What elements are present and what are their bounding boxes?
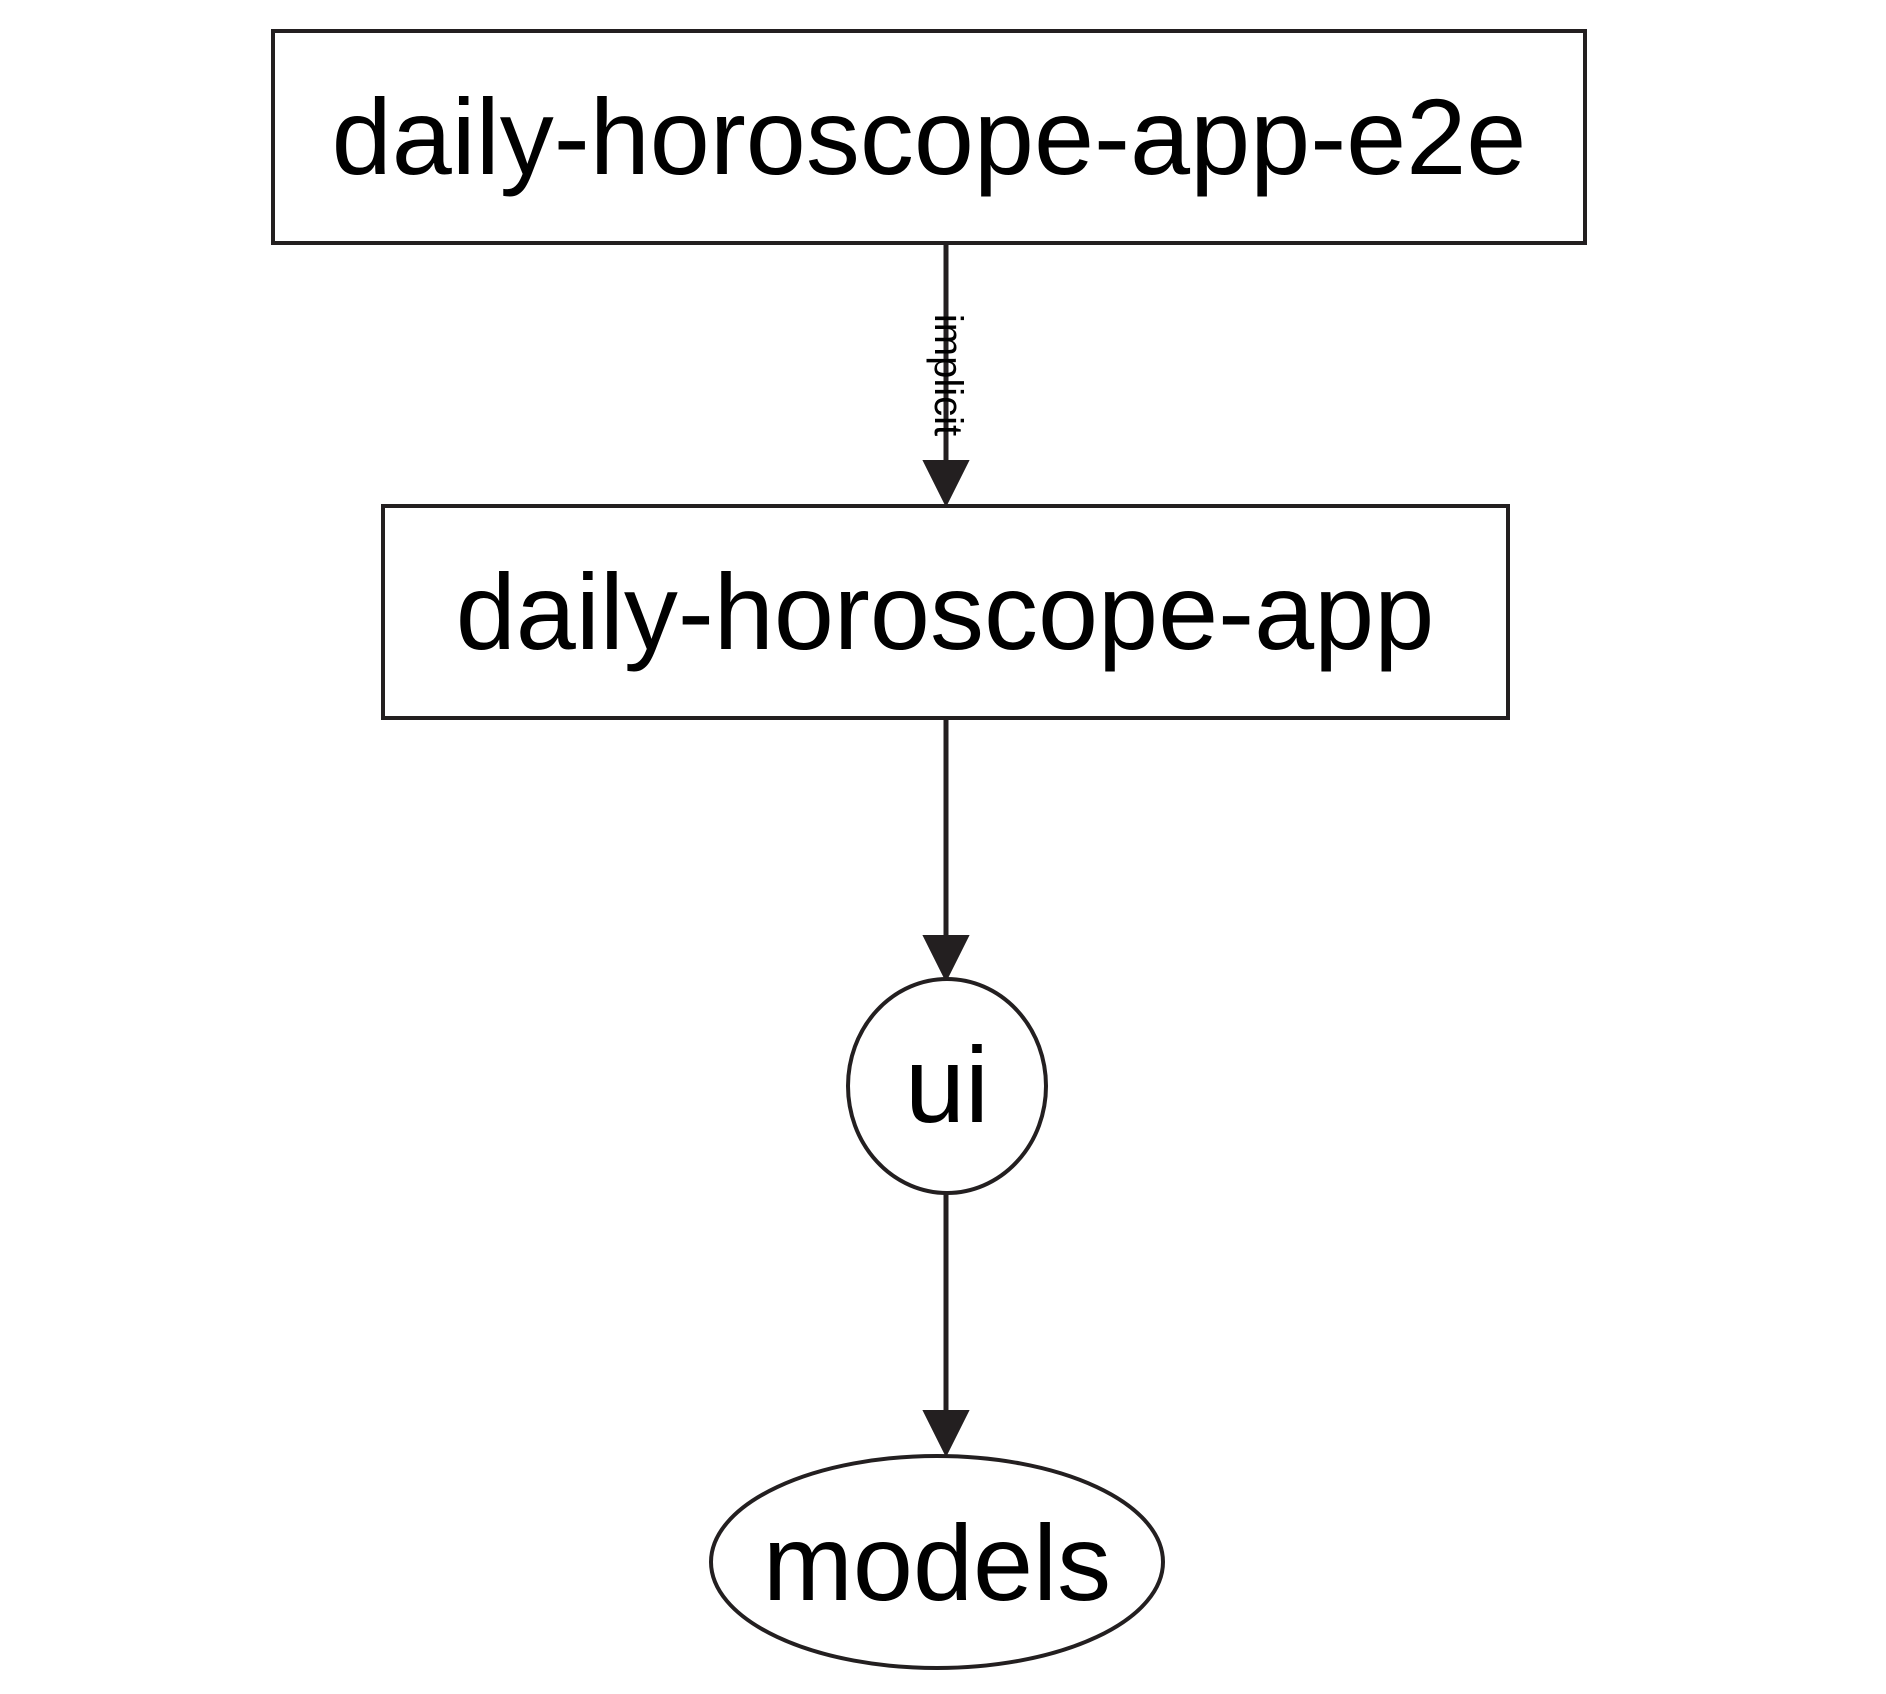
node-ellipse bbox=[709, 1454, 1165, 1670]
node-label: models bbox=[763, 1502, 1111, 1623]
edge-label-implicit: implicit bbox=[926, 314, 970, 436]
edge-e2e-to-app[interactable]: implicit bbox=[922, 243, 970, 508]
node-rectangle bbox=[381, 504, 1510, 720]
node-models[interactable]: models bbox=[709, 1454, 1165, 1670]
node-daily-horoscope-app[interactable]: daily-horoscope-app bbox=[381, 504, 1510, 720]
arrowhead-icon bbox=[922, 1410, 970, 1458]
edge-app-to-ui[interactable] bbox=[922, 718, 970, 983]
node-ui[interactable]: ui bbox=[846, 977, 1048, 1195]
node-label: daily-horoscope-app-e2e bbox=[332, 76, 1527, 197]
node-ellipse bbox=[846, 977, 1048, 1195]
arrowhead-icon bbox=[922, 460, 970, 508]
node-rectangle bbox=[271, 29, 1587, 245]
arrowhead-icon bbox=[922, 935, 970, 983]
node-label: ui bbox=[905, 1024, 989, 1145]
node-label: daily-horoscope-app bbox=[456, 551, 1435, 672]
edge-ui-to-models[interactable] bbox=[922, 1193, 970, 1458]
node-daily-horoscope-app-e2e[interactable]: daily-horoscope-app-e2e bbox=[271, 29, 1587, 245]
